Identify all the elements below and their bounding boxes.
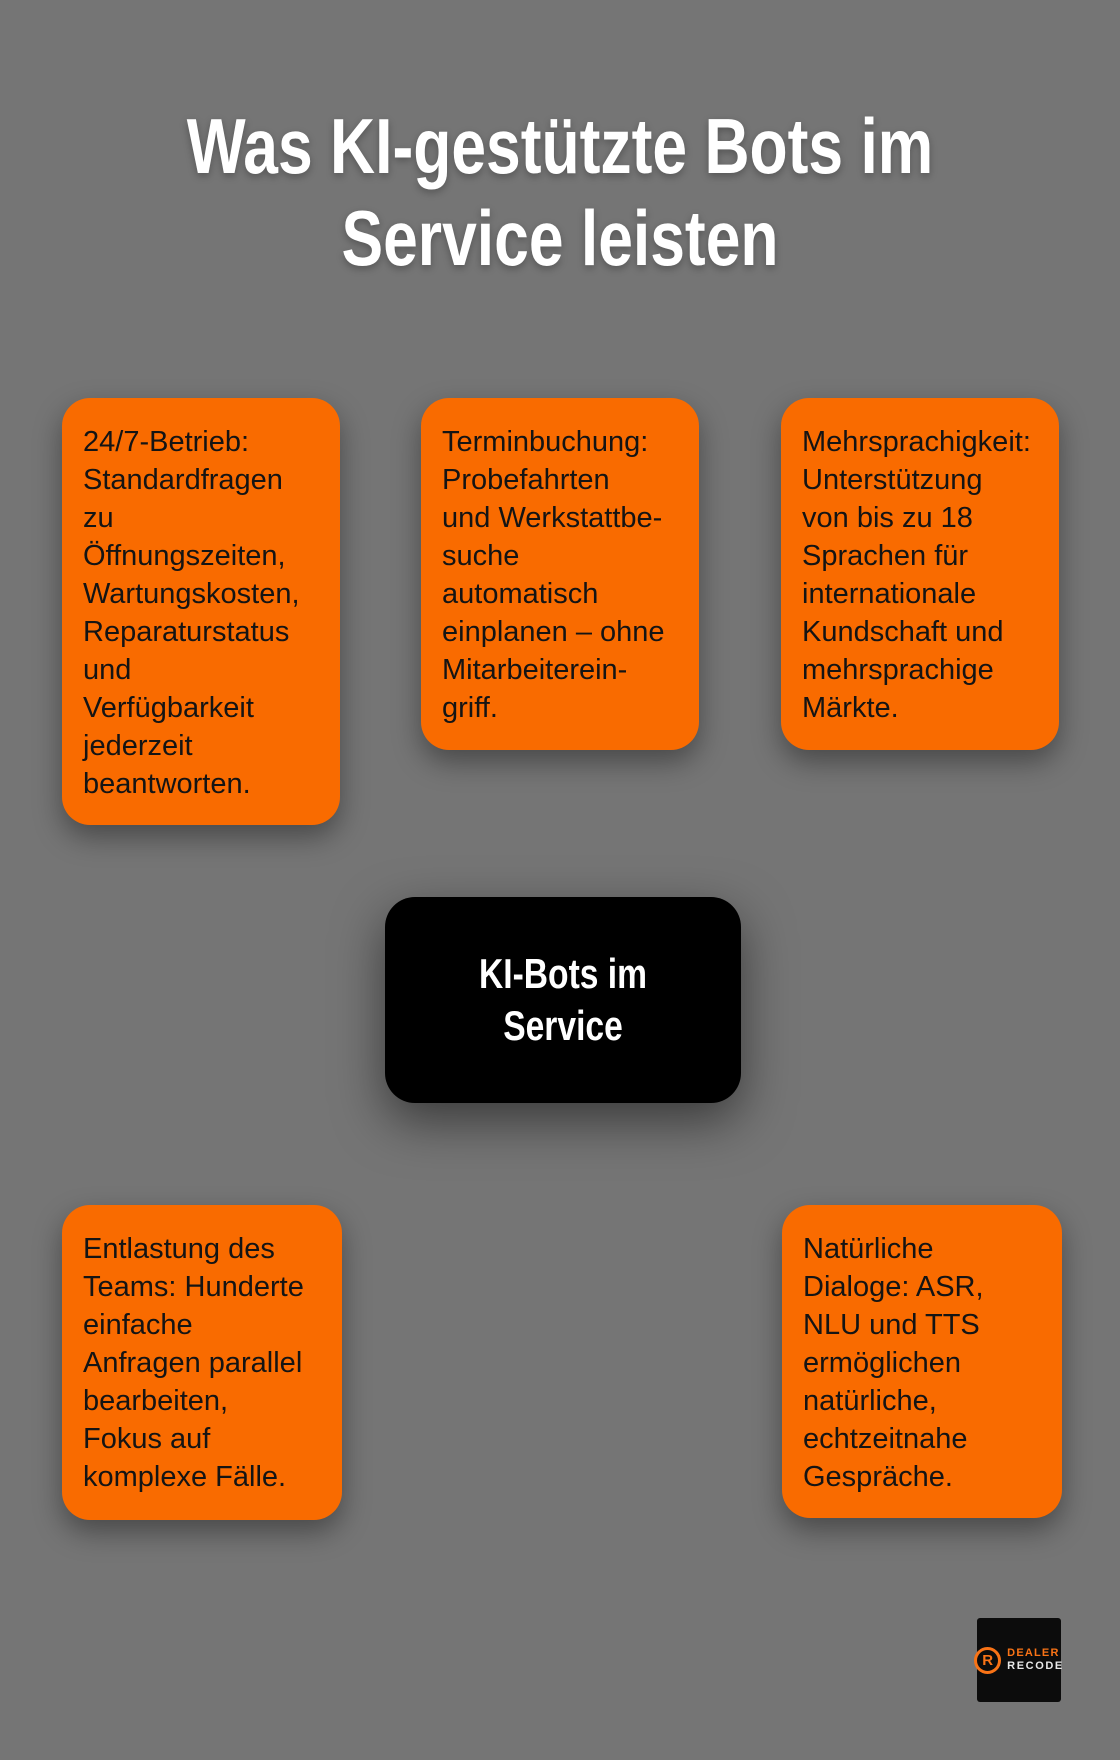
feature-card-text: 24/7-Betrieb: Standardfragen zu Öffnungs…	[83, 426, 300, 800]
central-node-label: KI-Bots im Service	[479, 950, 647, 1049]
logo-wordmark: DEALER RECODE	[1007, 1647, 1064, 1673]
feature-card-natuerliche-dialoge: Natürliche Dialoge: ASR, NLU und TTS erm…	[782, 1205, 1062, 1518]
feature-card-entlastung-des-teams: Entlastung des Teams: Hunderte einfache …	[62, 1205, 342, 1520]
feature-card-24-7-betrieb: 24/7-Betrieb: Standardfragen zu Öffnungs…	[62, 398, 340, 825]
feature-card-mehrsprachigkeit: Mehrsprachigkeit: Unterstützung von bis …	[781, 398, 1059, 750]
feature-card-text: Mehrsprachigkeit: Unterstützung von bis …	[802, 426, 1031, 724]
r-monogram-icon: R	[974, 1646, 1002, 1674]
feature-card-text: Terminbuchung: Probefahrten und Werkstat…	[442, 426, 665, 724]
feature-card-text: Natürliche Dialoge: ASR, NLU und TTS erm…	[803, 1233, 984, 1493]
logo-text-dealer: DEALER	[1007, 1647, 1060, 1659]
r-monogram-letter: R	[982, 1651, 994, 1669]
feature-card-text: Entlastung des Teams: Hunderte einfache …	[83, 1233, 304, 1493]
page-title: Was KI-gestützte Bots im Service leisten	[186, 102, 934, 282]
central-node: KI-Bots im Service	[385, 897, 741, 1103]
feature-card-terminbuchung: Terminbuchung: Probefahrten und Werkstat…	[421, 398, 699, 750]
dealer-recode-logo: R DEALER RECODE	[974, 1618, 1064, 1702]
logo-text-recode: RECODE	[1007, 1660, 1064, 1672]
